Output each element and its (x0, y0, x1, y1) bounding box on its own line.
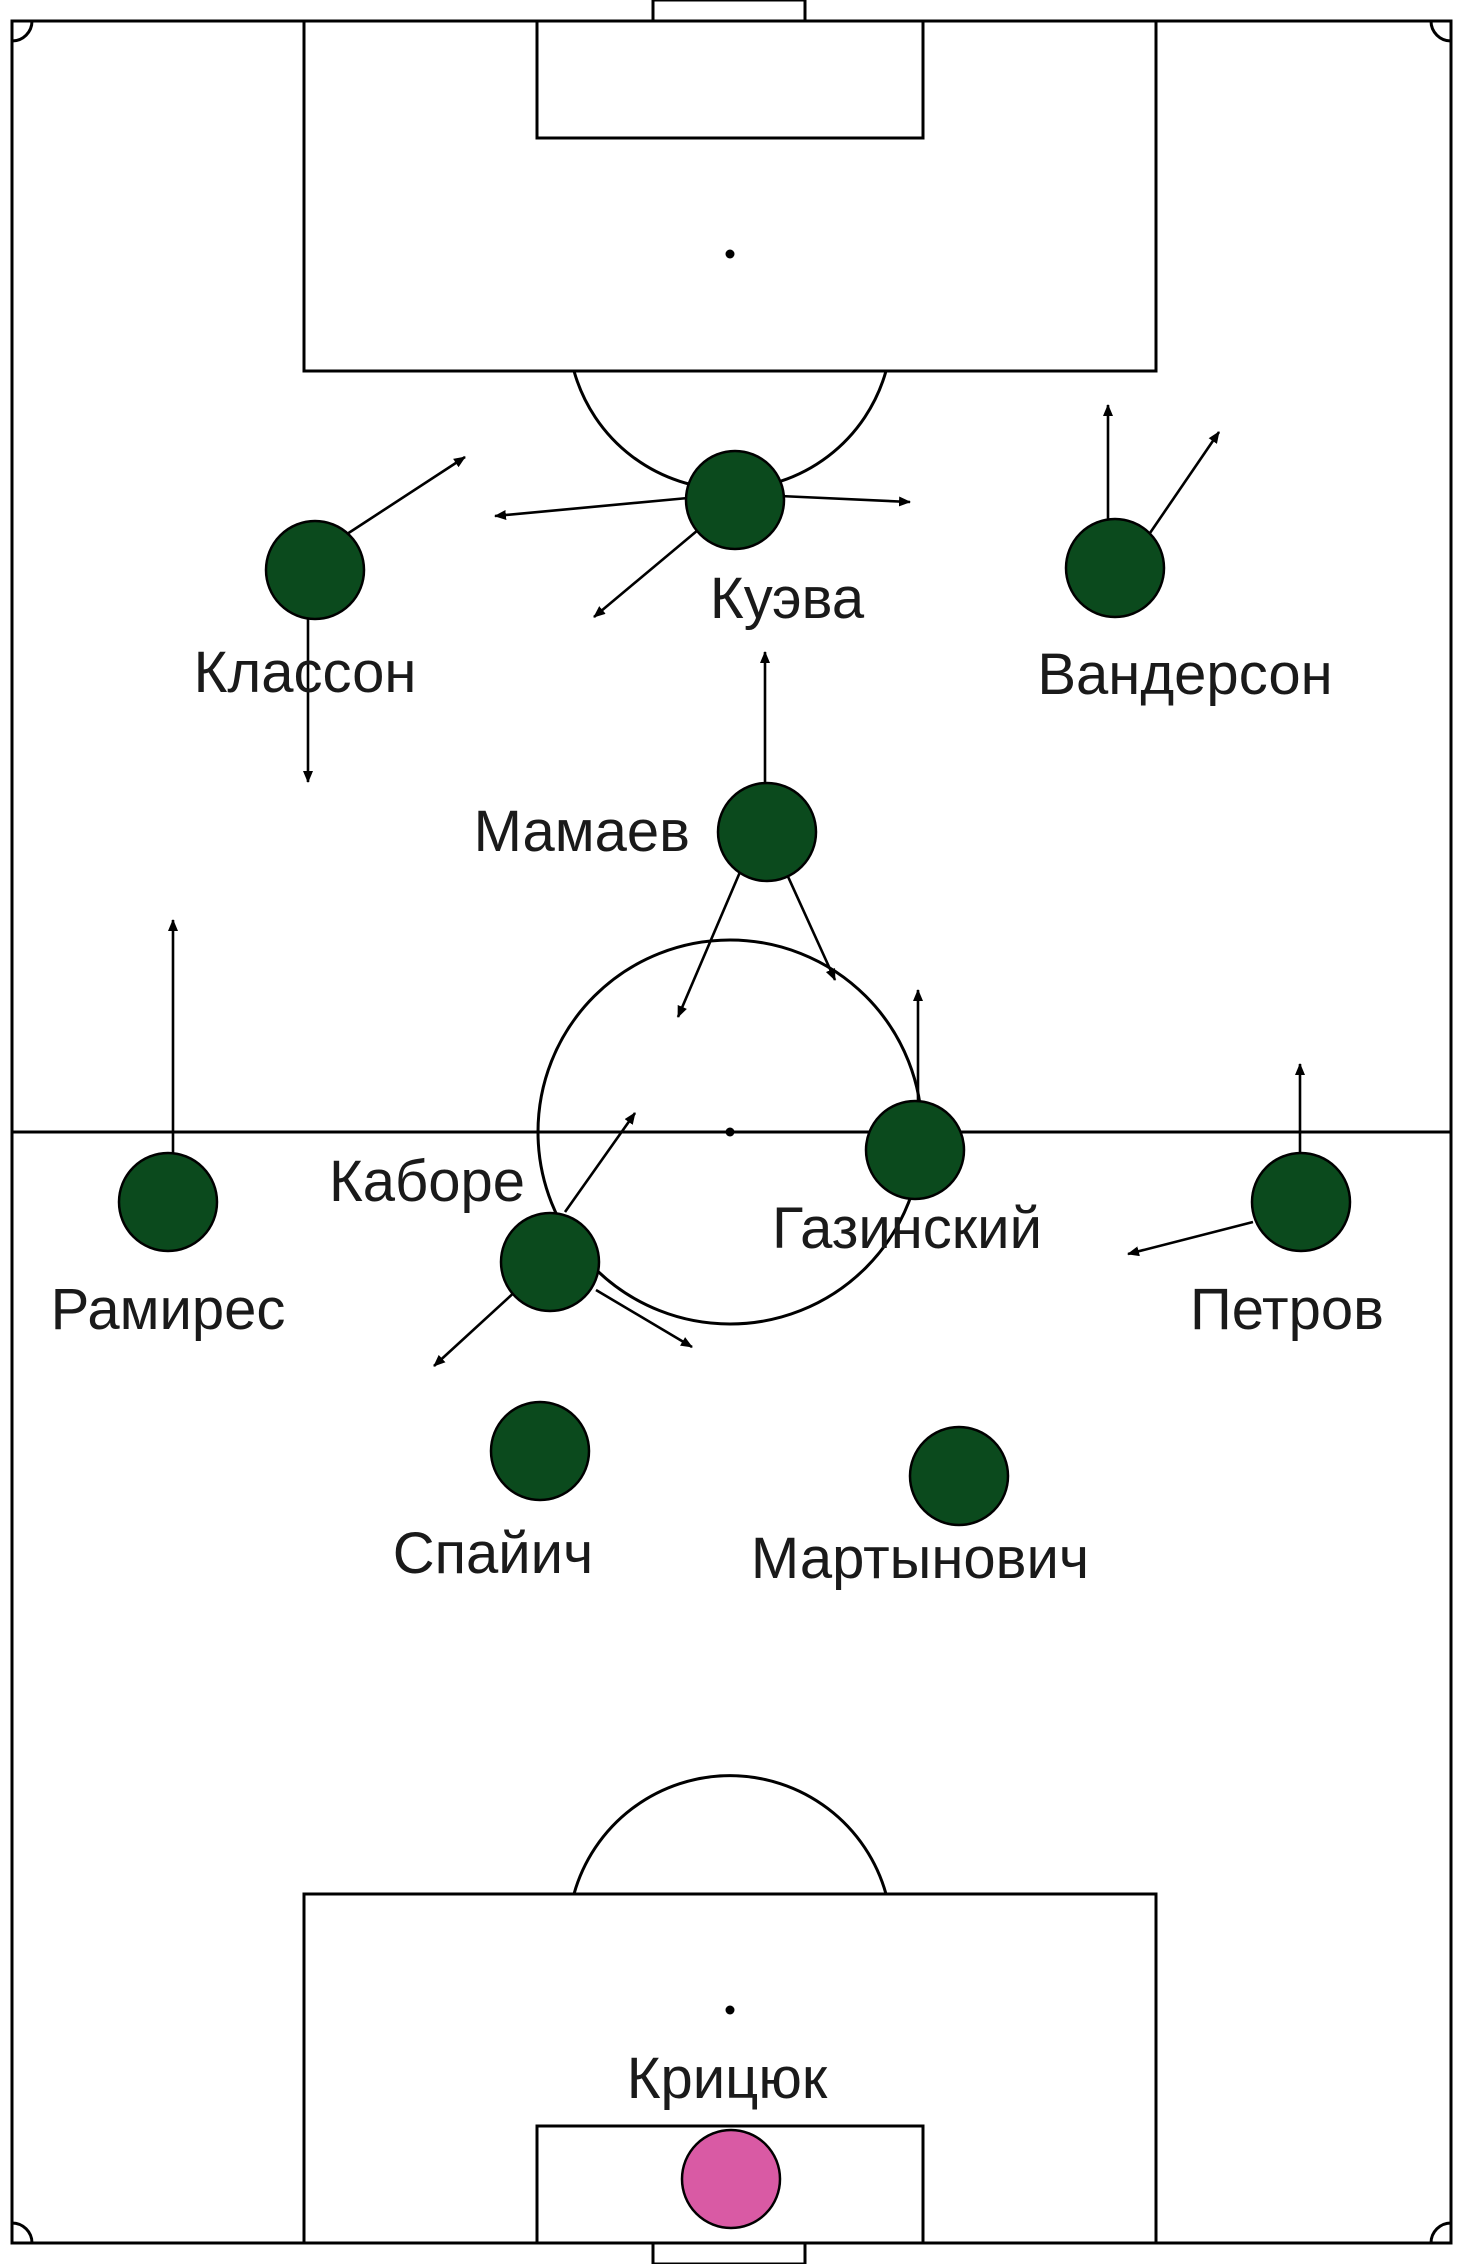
movement-arrows (168, 404, 1305, 1367)
corner-arc-top-right (1429, 20, 1452, 43)
corner-arc-bottom-left (11, 2221, 34, 2244)
player-name: Вандерсон (1037, 642, 1332, 707)
player-marker (908, 1425, 1010, 1527)
player-marker (117, 1151, 219, 1253)
movement-arrow (593, 529, 699, 618)
player-marker (1250, 1151, 1352, 1253)
player-marker (264, 519, 366, 621)
top-penalty-area (302, 19, 1158, 373)
movement-arrow (494, 496, 689, 520)
player-martynovich: Мартынович (751, 1425, 1089, 1591)
player-classon: Классон (194, 519, 417, 705)
bottom-penalty-arc (572, 1774, 888, 1895)
player-marker (1064, 517, 1166, 619)
corner-arc-top-left (11, 20, 34, 43)
top-penalty-spot (725, 249, 735, 259)
goalkeeper-marker (680, 2128, 782, 2230)
movement-arrow (1127, 1220, 1254, 1257)
top-goal-area (535, 19, 925, 140)
player-marker (499, 1211, 601, 1313)
player-name: Каборе (329, 1149, 525, 1214)
player-vanderson: Вандерсон (1037, 517, 1333, 707)
player-kuyeva: Куэва (684, 449, 865, 631)
bottom-goal-area (535, 2124, 925, 2245)
player-marker (716, 781, 818, 883)
bottom-penalty-spot (725, 2005, 735, 2015)
player-kabore: Каборе (329, 1149, 601, 1313)
top-goal (651, 0, 807, 23)
centre-spot (725, 1127, 735, 1137)
player-gazinsky: Газинский (772, 1099, 1042, 1261)
player-name: Куэва (710, 566, 865, 631)
movement-arrow (676, 871, 742, 1018)
player-marker (489, 1400, 591, 1502)
bottom-goal (651, 2241, 807, 2264)
player-petrov: Петров (1190, 1151, 1384, 1342)
player-name: Спайич (393, 1521, 594, 1586)
player-name: Мамаев (474, 799, 690, 864)
player-name: Крицюк (627, 2046, 828, 2111)
corner-arc-bottom-right (1429, 2221, 1452, 2244)
movement-arrow (1148, 431, 1221, 534)
movement-arrow (433, 1288, 519, 1367)
pitch-markings (10, 0, 1453, 2264)
movement-arrow (343, 455, 466, 538)
player-marker (684, 449, 786, 551)
movement-arrow (779, 494, 911, 507)
player-mamaev: Мамаев (474, 781, 818, 883)
player-name: Мартынович (751, 1526, 1089, 1591)
player-marker (864, 1099, 966, 1201)
player-kritsyuk: Крицюк (627, 2046, 828, 2230)
player-name: Рамирес (51, 1277, 286, 1342)
player-name: Петров (1190, 1277, 1384, 1342)
movement-arrow (783, 869, 837, 981)
player-name: Газинский (772, 1196, 1042, 1261)
movement-arrow (563, 1112, 637, 1213)
player-ramires: Рамирес (51, 1151, 286, 1342)
player-spajic: Спайич (393, 1400, 594, 1586)
player-name: Классон (194, 640, 417, 705)
movement-arrow (595, 1288, 693, 1349)
